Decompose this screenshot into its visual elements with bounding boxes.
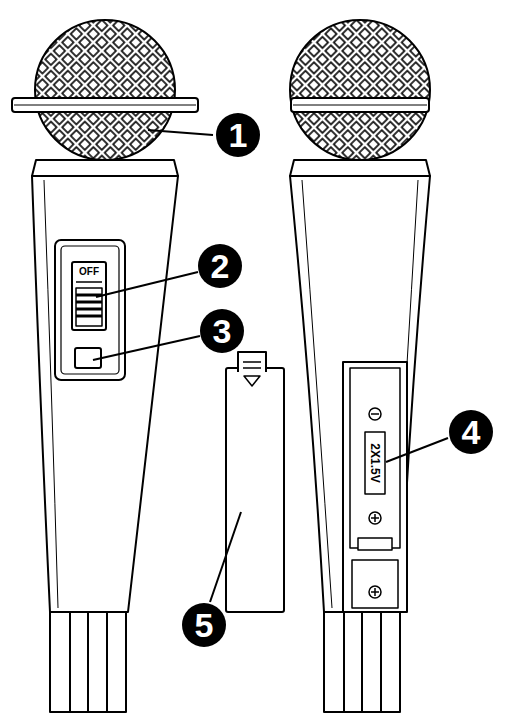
neck <box>32 160 178 176</box>
grille <box>290 20 430 160</box>
screw <box>369 586 381 598</box>
callout-number: 4 <box>449 410 493 454</box>
handle <box>32 176 178 612</box>
callout-number: 5 <box>182 603 226 647</box>
switch-panel <box>55 240 125 380</box>
plus-symbol <box>369 512 381 524</box>
battery-marking: 2X1.5V <box>368 441 382 484</box>
indicator-button <box>75 348 101 368</box>
battery-cover <box>226 352 284 612</box>
minus-symbol <box>369 408 381 420</box>
switch-ridges <box>76 288 102 326</box>
switch-marking: OFF <box>79 267 99 277</box>
callout-number: 2 <box>198 244 242 288</box>
grille <box>35 20 175 160</box>
callout-number: 1 <box>216 113 260 157</box>
leader-lines <box>93 130 448 602</box>
battery-compartment <box>343 362 407 612</box>
right-microphone <box>290 20 430 712</box>
grille-band <box>12 98 198 112</box>
callout-number: 3 <box>200 309 244 353</box>
left-microphone <box>12 20 198 712</box>
xlr-connector <box>50 612 126 712</box>
